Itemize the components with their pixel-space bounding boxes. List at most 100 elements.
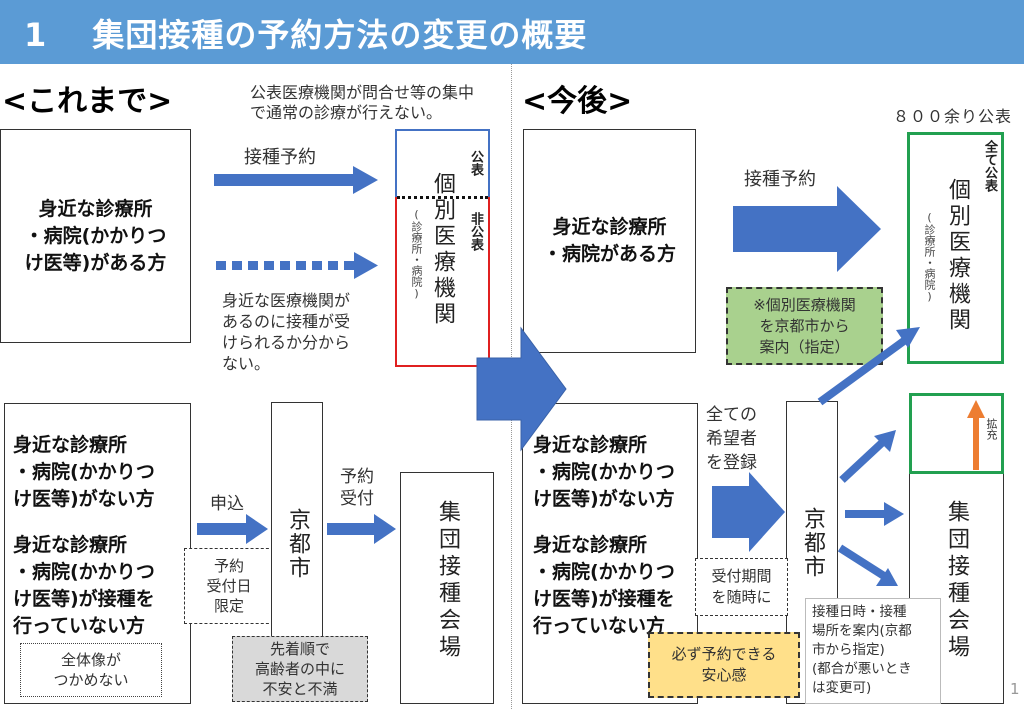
text-line: ・病院(かかりつ <box>13 461 155 483</box>
expand-arrow <box>967 400 985 470</box>
text-line: ・病院(かかりつ <box>24 224 167 247</box>
note-line: 接種日時・接種 <box>812 604 907 620</box>
public-divider <box>397 196 488 199</box>
note-line: を随時に <box>711 588 772 606</box>
text-line: ・病院(かかりつ <box>533 561 675 583</box>
public-label: 公表 <box>468 150 483 176</box>
before-uncertain-note: 身近な医療機関が あるのに接種が受 けられるか分から ない。 <box>222 290 350 374</box>
note-line: つかめない <box>53 671 129 689</box>
note-line: けられるか分から <box>222 333 351 352</box>
note-line: 受付期間 <box>711 567 772 585</box>
before-clinic-name: 個別医療機関 <box>430 172 455 328</box>
note-line: 必ず予約できる <box>671 645 777 663</box>
header-bar <box>0 0 1024 64</box>
before-heading: <これまで> <box>2 84 173 119</box>
before-venue-label: 集団接種会場 <box>435 500 460 662</box>
text-line: ・病院(かかりつ <box>533 461 675 483</box>
after-clinic-sub: (診療所・病院) <box>923 211 936 303</box>
after-reservation-label: 接種予約 <box>744 169 816 190</box>
note-line: で通常の診療が行えない。 <box>250 103 443 122</box>
note-line: 高齢者の中に <box>254 660 345 678</box>
text-line: け医等)がある方 <box>24 251 167 274</box>
public-clinic-section <box>395 129 490 197</box>
register-arrow <box>712 472 785 552</box>
before-venue-box <box>400 472 494 704</box>
note-line: 受付日 <box>206 577 252 595</box>
first-come-note: 先着順で 高齢者の中に 不安と不満 <box>232 636 368 702</box>
accept-arrow <box>327 514 396 544</box>
note-line: 先着順で <box>269 640 330 658</box>
city-to-expanded-arrow <box>839 430 896 483</box>
before-no-clinic-box: 身近な診療所 ・病院(かかりつ け医等)がない方 身近な診療所 ・病院(かかりつ… <box>4 403 191 704</box>
text-line: け医等)がない方 <box>13 488 155 510</box>
anytime-note: 受付期間 を随時に <box>695 558 788 616</box>
before-top-note: 公表医療機関が問合せ等の集中 で通常の診療が行えない。 <box>250 83 510 123</box>
after-clinic-box <box>907 132 1004 364</box>
after-city-label: 京都市 <box>800 507 825 579</box>
note-line: 予約 <box>340 467 374 487</box>
note-line: 不安と不満 <box>262 680 338 698</box>
after-venue-box <box>909 393 1004 704</box>
reservation-arrow <box>214 166 378 194</box>
after-reservation-arrow <box>733 186 881 272</box>
title-number: 1 <box>24 16 48 54</box>
title-text: 集団接種の予約方法の変更の概要 <box>92 16 588 54</box>
note-line: 予約 <box>213 557 244 575</box>
guide-note: ※個別医療機関 を京都市から 案内（指定） <box>726 287 883 365</box>
after-clinic-name: 個別医療機関 <box>945 178 970 334</box>
nonpublic-clinic-section <box>395 197 490 367</box>
text-line: け医等)が接種を <box>13 588 155 610</box>
after-no-clinic-box: 身近な診療所 ・病院(かかりつ け医等)がない方 身近な診療所 ・病院(かかりつ… <box>522 403 698 704</box>
city-to-venue-arrow <box>845 502 904 526</box>
transition-arrow <box>476 326 567 452</box>
text-line: 身近な診療所 <box>13 534 128 556</box>
note-line: 場所を案内(京都 <box>812 623 912 639</box>
accept-label: 予約 受付 <box>340 466 374 510</box>
note-line: ない。 <box>222 354 271 373</box>
text-line: 身近な診療所 <box>533 434 648 456</box>
text-line: 身近な診療所 <box>38 197 153 220</box>
all-public-label: 全て公表 <box>982 140 997 192</box>
after-heading: <今後> <box>522 84 633 119</box>
note-line: 安心感 <box>701 666 747 684</box>
note-line: を登録 <box>706 453 757 473</box>
before-reservation-label: 接種予約 <box>244 147 316 168</box>
expand-label: 拡充 <box>985 418 998 440</box>
note-line: ※個別医療機関 <box>753 295 856 314</box>
text-line: 身近な診療所 <box>533 534 648 556</box>
published-count: ８００余り公表 <box>893 107 1013 126</box>
before-has-clinic-box: 身近な診療所 ・病院(かかりつ け医等)がある方 <box>0 129 191 343</box>
apply-label: 申込 <box>210 494 244 514</box>
text-line: け医等)がない方 <box>533 488 675 510</box>
note-line: 公表医療機関が問合せ等の集中 <box>250 83 475 102</box>
note-line: 身近な医療機関が <box>222 291 351 310</box>
text-line: 行っていない方 <box>533 615 666 637</box>
page-number: 1 <box>1010 680 1020 698</box>
before-overview-note: 全体像が つかめない <box>20 643 162 697</box>
nonpublic-label: 非公表 <box>468 212 483 251</box>
after-venue-label: 集団接種会場 <box>944 500 969 662</box>
assured-note: 必ず予約できる 安心感 <box>648 632 800 698</box>
note-line: 案内（指定） <box>759 337 850 356</box>
text-line: 身近な診療所 <box>13 434 128 456</box>
after-has-clinic-box: 身近な診療所 ・病院がある方 <box>523 129 696 353</box>
text-line: 身近な診療所 <box>552 216 667 238</box>
note-line: 限定 <box>213 597 244 615</box>
note-line: (都合が悪いとき <box>812 661 912 677</box>
register-label: 全ての 希望者 を登録 <box>706 403 757 475</box>
note-line: は変更可) <box>812 680 872 696</box>
text-line: ・病院がある方 <box>542 243 676 265</box>
text-line: ・病院(かかりつ <box>13 561 155 583</box>
before-city-box <box>271 402 323 638</box>
before-city-label: 京都市 <box>285 508 310 580</box>
note-line: 全体像が <box>60 651 121 669</box>
note-line: 希望者 <box>706 429 757 449</box>
page-title: 1 集団接種の予約方法の変更の概要 <box>24 10 587 56</box>
text-line: け医等)が接種を <box>533 588 675 610</box>
schedule-note: 接種日時・接種 場所を案内(京都 市から指定) (都合が悪いとき は変更可) <box>805 598 941 704</box>
note-line: あるのに接種が受 <box>222 312 351 331</box>
uncertain-dotted-arrow <box>216 252 378 279</box>
note-line: を京都市から <box>759 316 850 335</box>
city-to-clinic-arrow <box>817 327 920 406</box>
note-line: 市から指定) <box>812 642 885 658</box>
